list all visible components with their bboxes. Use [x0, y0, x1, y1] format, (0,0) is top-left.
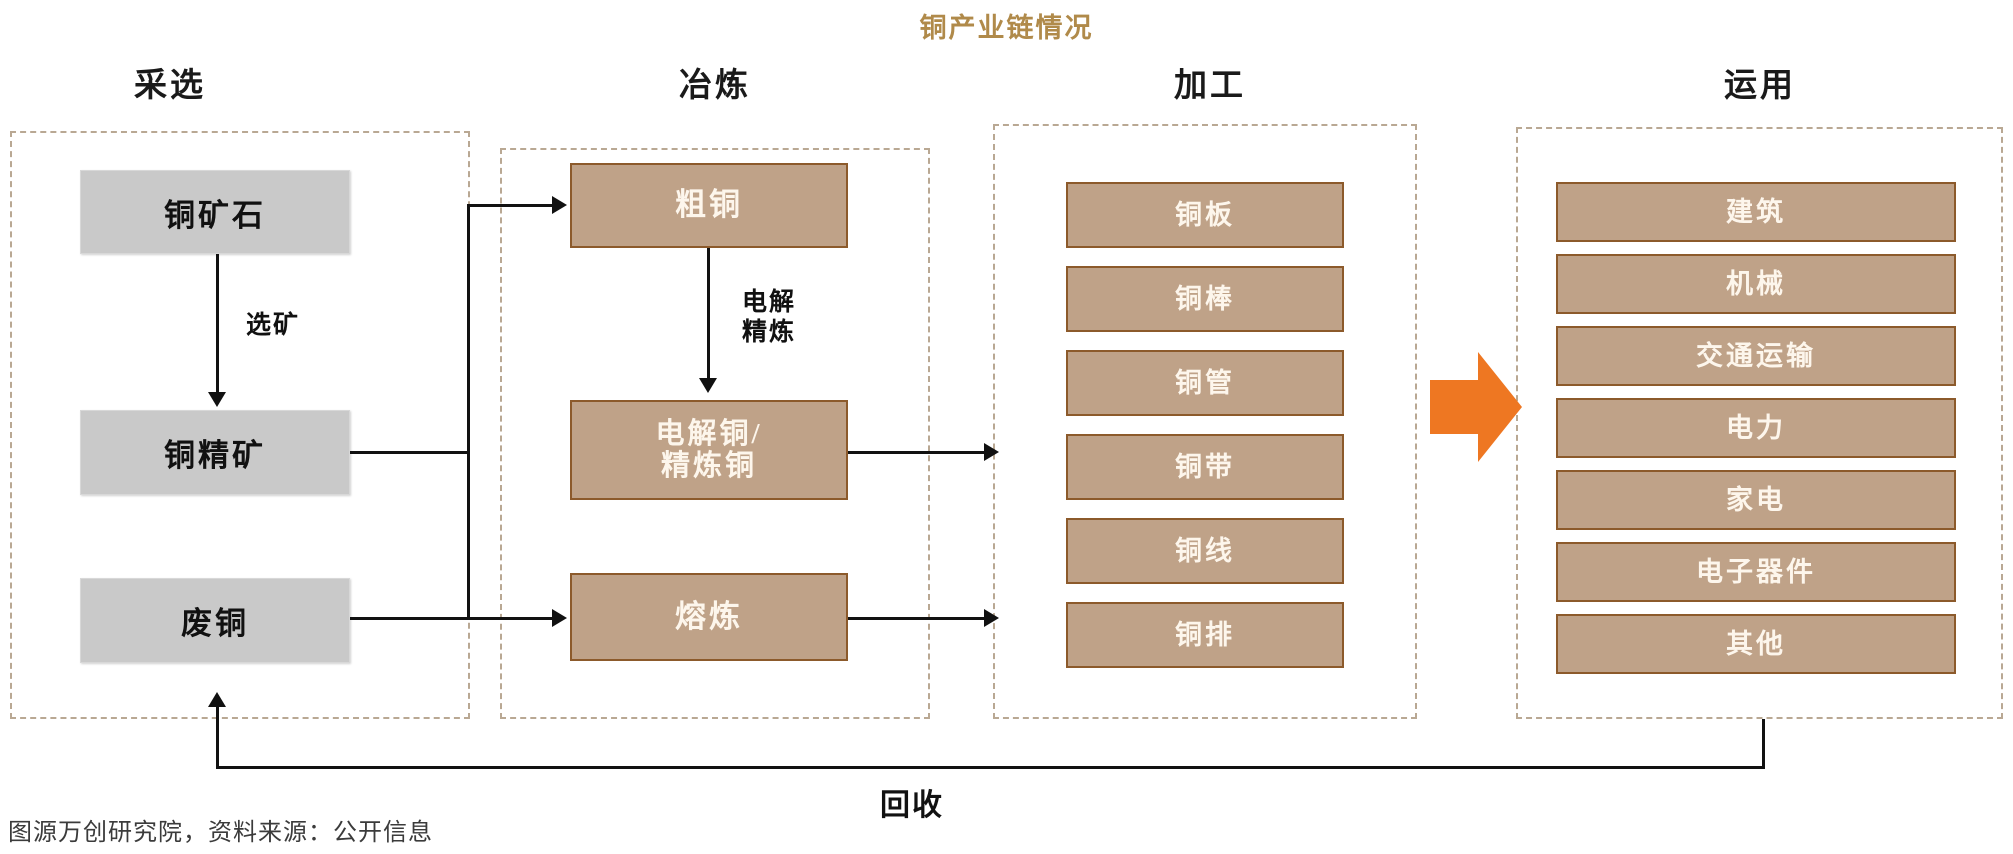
edge-ore-to-concentrate-arrowhead	[208, 392, 226, 407]
box-scrap-copper[interactable]: 废铜	[80, 578, 350, 663]
edge-label-electro-refining: 电解 精炼	[737, 288, 801, 347]
box-copper-concentrate[interactable]: 铜精矿	[80, 410, 350, 495]
stage-header-mining: 采选	[134, 68, 206, 104]
box-application-item-4[interactable]: 电力	[1556, 398, 1956, 458]
box-processing-item-4[interactable]: 铜带	[1066, 434, 1344, 500]
box-electrolytic-refined-copper-line1: 电解铜/	[655, 417, 763, 450]
edge-scrap-riser	[467, 204, 470, 619]
edge-electrolytic-to-processing	[848, 451, 990, 454]
box-processing-item-6[interactable]: 铜排	[1066, 602, 1344, 668]
box-application-item-7[interactable]: 其他	[1556, 614, 1956, 674]
edge-electrolytic-to-processing-arrowhead	[984, 443, 999, 461]
recycle-line-left	[216, 700, 219, 768]
box-application-item-1[interactable]: 建筑	[1556, 182, 1956, 242]
box-processing-item-1[interactable]: 铜板	[1066, 182, 1344, 248]
edge-scrap-to-melting	[350, 617, 552, 620]
box-copper-ore[interactable]: 铜矿石	[80, 170, 350, 254]
edge-concentrate-to-blister	[467, 204, 552, 207]
box-application-item-2[interactable]: 机械	[1556, 254, 1956, 314]
edge-concentrate-to-blister-arrowhead	[552, 196, 567, 214]
page-title: 铜产业链情况	[919, 13, 1094, 43]
edge-ore-to-concentrate	[216, 254, 219, 394]
panel-smelting	[500, 148, 930, 719]
box-processing-item-5[interactable]: 铜线	[1066, 518, 1344, 584]
box-electrolytic-refined-copper[interactable]: 电解铜/ 精炼铜	[570, 400, 848, 500]
stage-header-smelting: 冶炼	[679, 68, 751, 104]
panel-processing	[993, 124, 1417, 719]
edge-blister-to-electrolytic	[707, 248, 710, 380]
box-application-item-5[interactable]: 家电	[1556, 470, 1956, 530]
stage-header-processing: 加工	[1174, 68, 1246, 104]
stage-header-application: 运用	[1724, 68, 1796, 104]
recycle-line-right	[1762, 719, 1765, 769]
edge-concentrate-out	[350, 451, 470, 454]
recycle-line-bottom	[216, 766, 1765, 769]
panel-application	[1516, 127, 2003, 719]
edge-melting-to-processing	[848, 617, 990, 620]
box-processing-item-2[interactable]: 铜棒	[1066, 266, 1344, 332]
edge-melting-to-processing-arrowhead	[984, 609, 999, 627]
box-application-item-6[interactable]: 电子器件	[1556, 542, 1956, 602]
edge-scrap-to-melting-arrowhead	[552, 609, 567, 627]
recycle-arrowhead	[208, 692, 226, 707]
box-blister-copper[interactable]: 粗铜	[570, 163, 848, 248]
source-note: 图源万创研究院，资料来源：公开信息	[8, 820, 433, 846]
flow-arrow-icon	[1430, 352, 1522, 467]
edge-label-electro-refining-line2: 精炼	[741, 318, 796, 346]
box-melting[interactable]: 熔炼	[570, 573, 848, 661]
edge-label-electro-refining-line1: 电解	[741, 289, 796, 316]
box-application-item-3[interactable]: 交通运输	[1556, 326, 1956, 386]
box-processing-item-3[interactable]: 铜管	[1066, 350, 1344, 416]
box-electrolytic-refined-copper-line2: 精炼铜	[660, 450, 757, 482]
recycle-label: 回收	[880, 789, 944, 822]
edge-label-beneficiation: 选矿	[246, 312, 301, 339]
edge-blister-to-electrolytic-arrowhead	[699, 378, 717, 393]
